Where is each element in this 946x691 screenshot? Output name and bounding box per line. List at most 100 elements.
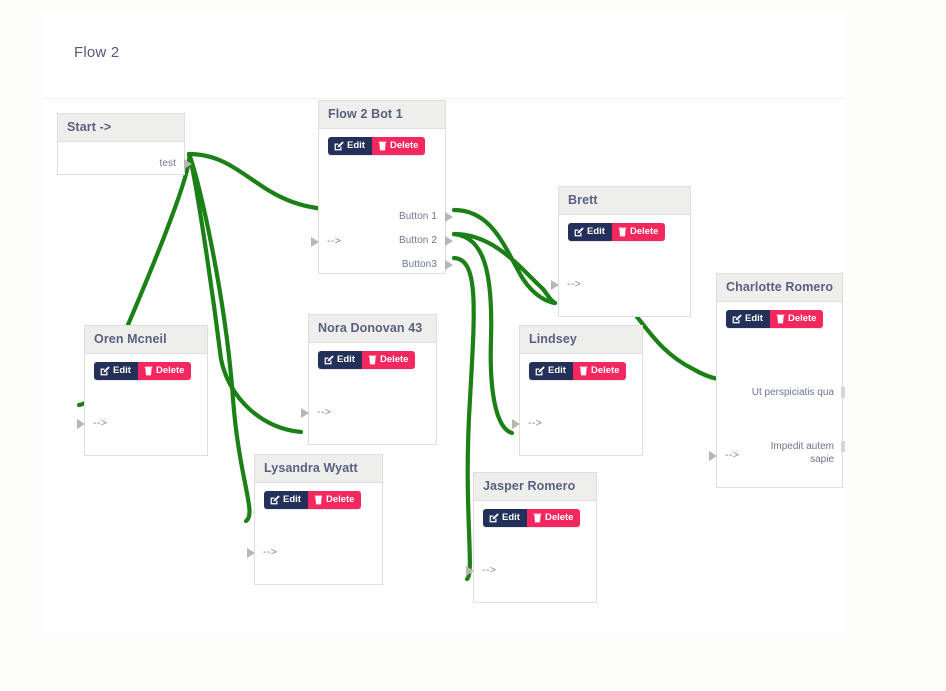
- delete-button-label: Delete: [155, 365, 185, 377]
- node-input-port[interactable]: -->: [528, 417, 543, 429]
- node-output-port[interactable]: Button 1: [398, 211, 437, 222]
- trash-icon: [144, 366, 153, 376]
- input-arrow-icon: [512, 419, 520, 429]
- delete-button[interactable]: Delete: [361, 351, 416, 369]
- input-arrow-icon: [466, 566, 474, 576]
- flow-header: Flow 2: [43, 13, 845, 98]
- delete-button-label: Delete: [544, 512, 574, 524]
- header-divider: [43, 98, 845, 99]
- output-port-stub: [841, 387, 845, 398]
- delete-button[interactable]: Delete: [526, 509, 581, 527]
- node-title: Flow 2 Bot 1: [319, 101, 445, 129]
- edit-button-label: Edit: [337, 354, 355, 366]
- trash-icon: [378, 141, 387, 151]
- node-output-port[interactable]: Button3: [401, 259, 437, 270]
- node-title: Oren Mcneil: [85, 326, 207, 354]
- output-arrow-icon: [184, 159, 192, 169]
- node-output-port-test[interactable]: test: [159, 158, 176, 169]
- edit-button[interactable]: Edit: [726, 310, 770, 328]
- edge-connector[interactable]: [451, 255, 476, 582]
- node-input-port[interactable]: -->: [567, 278, 582, 290]
- node-action-group: Edit Delete: [328, 137, 426, 155]
- delete-button-label: Delete: [787, 313, 817, 325]
- node-input-port[interactable]: -->: [725, 449, 740, 461]
- trash-icon: [579, 366, 588, 376]
- edit-button[interactable]: Edit: [94, 362, 138, 380]
- edit-button[interactable]: Edit: [483, 509, 527, 527]
- node-body: Edit Delete -->: [466, 501, 596, 604]
- edit-button[interactable]: Edit: [568, 223, 612, 241]
- trash-icon: [618, 227, 627, 237]
- edit-button-label: Edit: [587, 226, 605, 238]
- node-output-port[interactable]: Button 2: [398, 235, 437, 246]
- input-arrow-icon: [247, 548, 255, 558]
- node-body: Edit Delete --> Button 1 Button 2 Button3: [311, 129, 453, 275]
- delete-button[interactable]: Delete: [572, 362, 627, 380]
- edge-connector[interactable]: [451, 231, 558, 306]
- delete-button-label: Delete: [325, 494, 355, 506]
- node-action-group: Edit Delete: [94, 362, 192, 380]
- edit-button[interactable]: Edit: [328, 137, 372, 155]
- node-output-port[interactable]: Impedit autem sapie: [770, 441, 834, 465]
- pencil-square-icon: [270, 495, 280, 505]
- node-input-port[interactable]: -->: [317, 406, 332, 418]
- edge-connector[interactable]: [451, 207, 558, 306]
- output-port-stub: [841, 441, 845, 452]
- node-input-port[interactable]: -->: [263, 546, 278, 558]
- edit-button[interactable]: Edit: [264, 491, 308, 509]
- delete-button-label: Delete: [379, 354, 409, 366]
- trash-icon: [314, 495, 323, 505]
- pencil-square-icon: [574, 227, 584, 237]
- pencil-square-icon: [732, 314, 742, 324]
- node-title: Jasper Romero: [474, 473, 596, 501]
- node-title: Brett: [559, 187, 690, 215]
- edit-button-label: Edit: [113, 365, 131, 377]
- node-output-port[interactable]: Ut perspiciatis qua: [751, 387, 834, 398]
- edit-button[interactable]: Edit: [318, 351, 362, 369]
- delete-button-label: Delete: [389, 140, 419, 152]
- node-input-port[interactable]: -->: [327, 235, 342, 247]
- node-title: Lysandra Wyatt: [255, 455, 382, 483]
- edit-button-label: Edit: [502, 512, 520, 524]
- delete-button[interactable]: Delete: [769, 310, 824, 328]
- edit-button-label: Edit: [548, 365, 566, 377]
- trash-icon: [776, 314, 785, 324]
- flow-node-start[interactable]: Start -> test: [57, 113, 192, 176]
- edit-button[interactable]: Edit: [529, 362, 573, 380]
- delete-button[interactable]: Delete: [371, 137, 426, 155]
- node-title: Lindsey: [520, 326, 642, 354]
- node-input-port[interactable]: -->: [93, 417, 108, 429]
- delete-button[interactable]: Delete: [137, 362, 192, 380]
- node-action-group: Edit Delete: [568, 223, 666, 241]
- edge-connector[interactable]: [186, 151, 329, 212]
- edge-connector[interactable]: [451, 231, 515, 436]
- input-arrow-icon: [709, 451, 717, 461]
- edit-button-label: Edit: [347, 140, 365, 152]
- input-arrow-icon: [551, 280, 559, 290]
- flow-node-flow-2-bot-1[interactable]: Flow 2 Bot 1 Edit Delete --> Button 1 Button …: [311, 100, 453, 275]
- output-arrow-icon: [445, 260, 453, 270]
- node-body: test: [58, 142, 192, 176]
- delete-button[interactable]: Delete: [307, 491, 362, 509]
- pencil-square-icon: [324, 355, 334, 365]
- node-action-group: Edit Delete: [483, 509, 581, 527]
- edge-connector[interactable]: [634, 314, 721, 382]
- node-title: Start ->: [58, 114, 184, 142]
- pencil-square-icon: [100, 366, 110, 376]
- delete-button[interactable]: Delete: [611, 223, 666, 241]
- node-input-port[interactable]: -->: [482, 564, 497, 576]
- node-action-group: Edit Delete: [529, 362, 627, 380]
- node-title: Charlotte Romero: [717, 274, 842, 302]
- input-arrow-icon: [77, 419, 85, 429]
- edit-button-label: Edit: [745, 313, 763, 325]
